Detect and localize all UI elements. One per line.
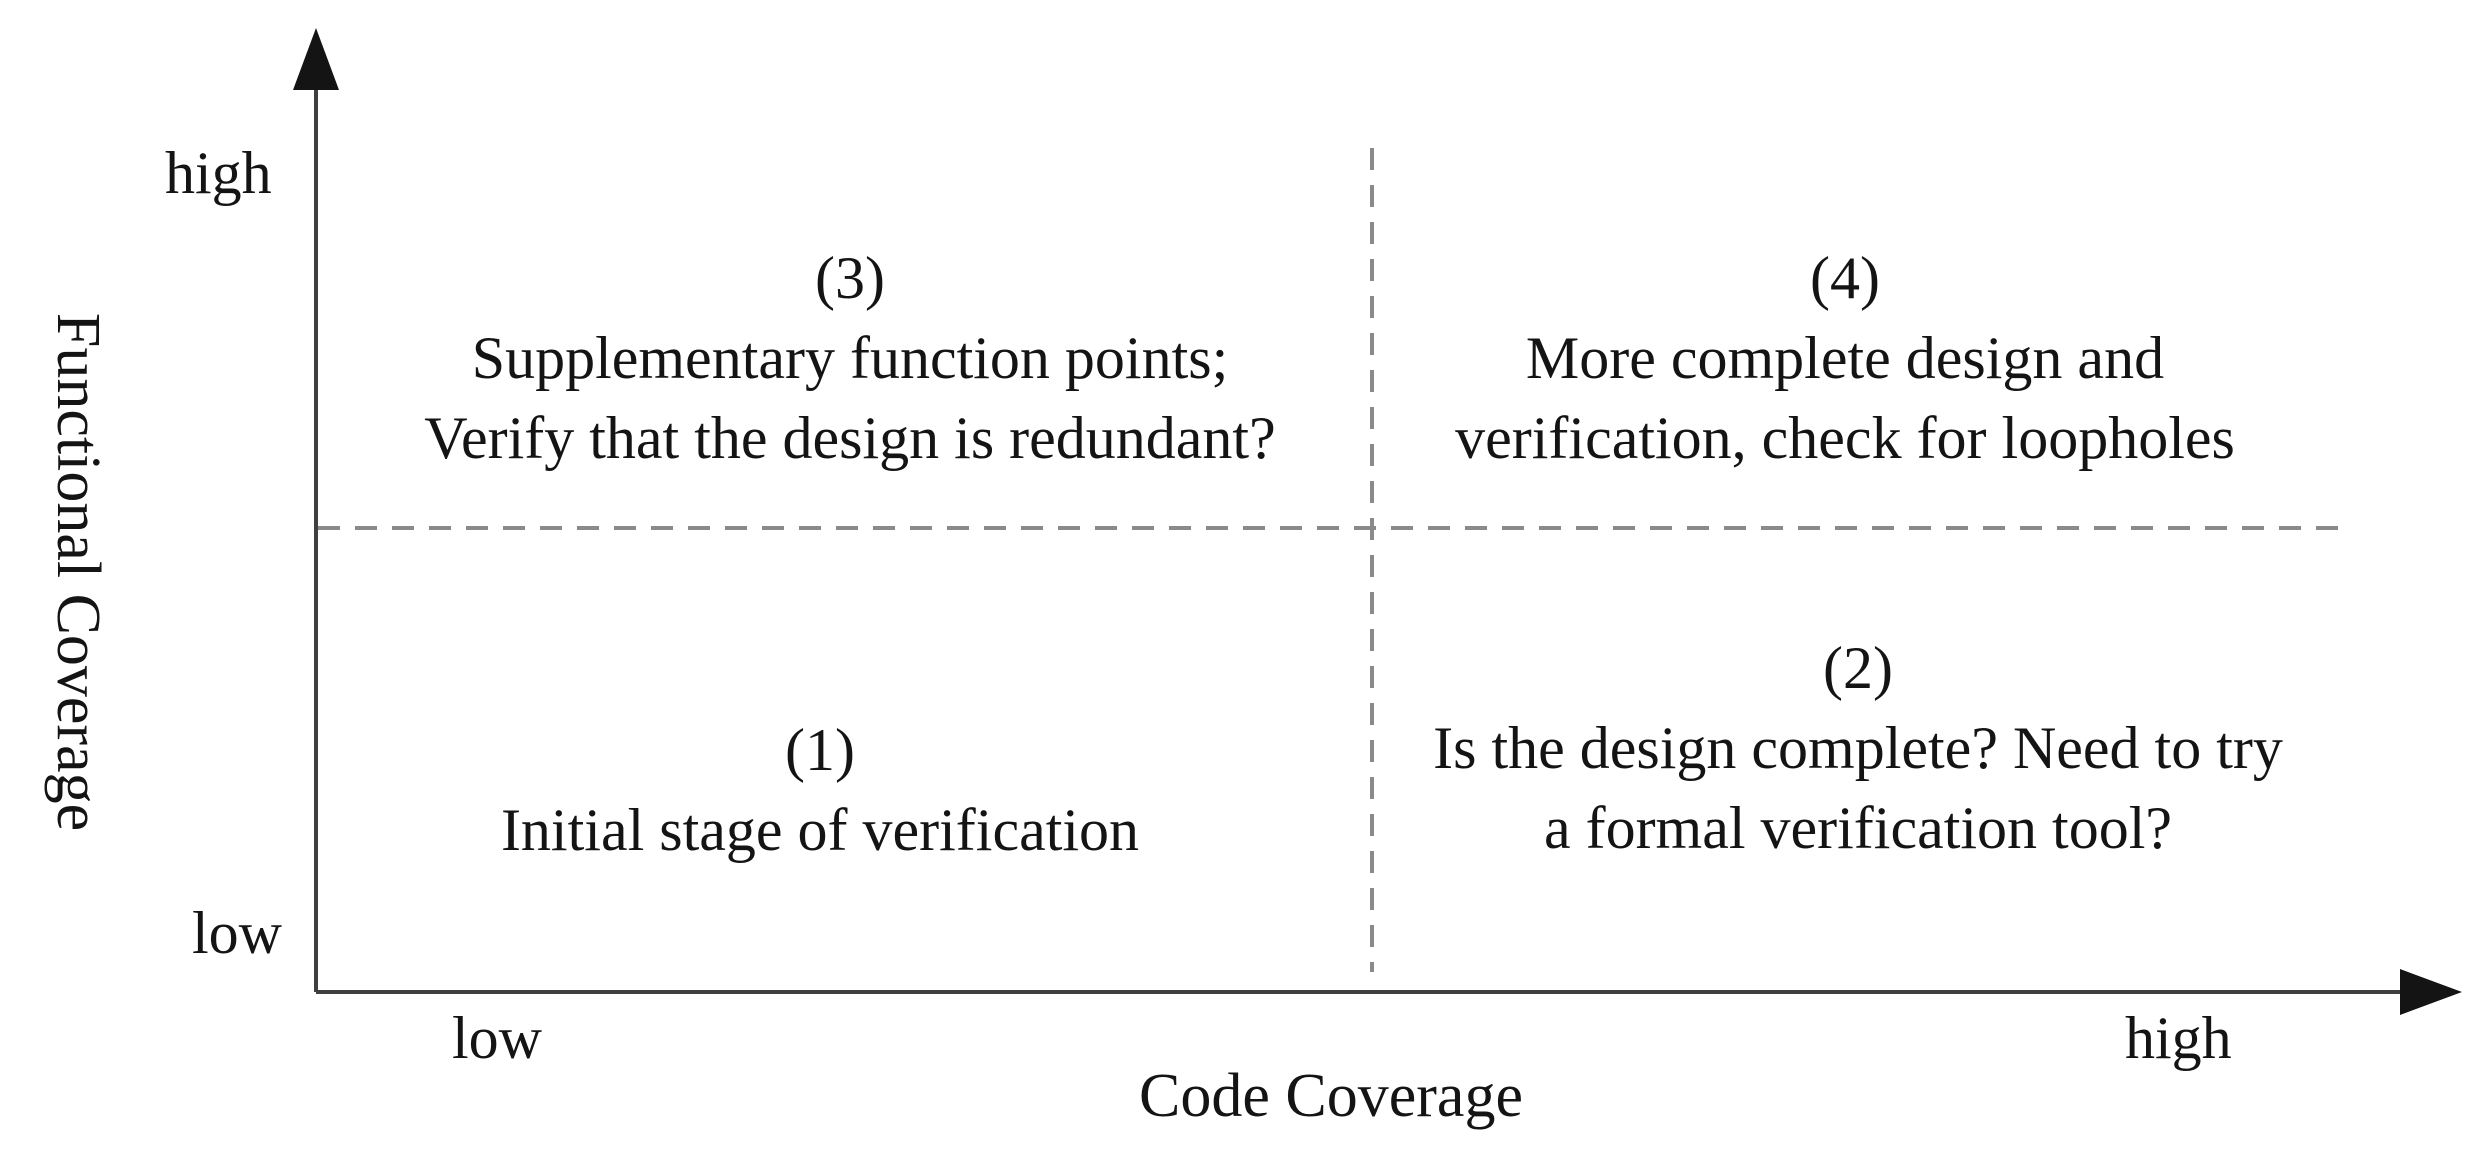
quadrant-4-text-line: More complete design and: [1525, 325, 2165, 391]
quadrant-3-number: (3): [815, 245, 885, 311]
quadrant-3: (3) Supplementary function points; Verif…: [424, 238, 1275, 478]
horizontal-divider-dashed-line: [318, 526, 2352, 530]
quadrant-1: (1) Initial stage of verification: [501, 710, 1139, 870]
quadrant-4: (4) More complete design and verificatio…: [1455, 238, 2235, 478]
quadrant-1-text-line: Initial stage of verification: [500, 797, 1140, 863]
quadrant-2: (2) Is the design complete? Need to try …: [1433, 628, 2283, 868]
quadrant-2-number: (2): [1823, 635, 1893, 701]
quadrant-4-number: (4): [1810, 245, 1880, 311]
vertical-divider-dashed-line: [1370, 148, 1374, 972]
x-axis-arrow-icon: [2400, 969, 2462, 1015]
quadrant-1-number: (1): [785, 717, 855, 783]
y-axis-line: [314, 75, 318, 992]
quadrant-3-text-line: Verify that the design is redundant?: [424, 405, 1276, 471]
x-axis-line: [316, 990, 2412, 994]
y-axis-title: Functional Coverage: [44, 312, 113, 832]
quadrant-2-text-line: a formal verification tool?: [1543, 795, 2173, 861]
quadrant-2-text-line: Is the design complete? Need to try: [1433, 715, 2283, 781]
x-axis-high-label: high: [2125, 1005, 2232, 1071]
quadrant-3-text-line: Supplementary function points;: [471, 325, 1229, 391]
y-axis-low-label: low: [192, 900, 282, 966]
quadrant-4-text-line: verification, check for loopholes: [1455, 405, 2235, 471]
y-axis-arrow-icon: [293, 28, 339, 90]
y-axis-high-label: high: [165, 140, 272, 206]
x-axis-title: Code Coverage: [1139, 1062, 1523, 1130]
x-axis-low-label: low: [452, 1005, 542, 1071]
